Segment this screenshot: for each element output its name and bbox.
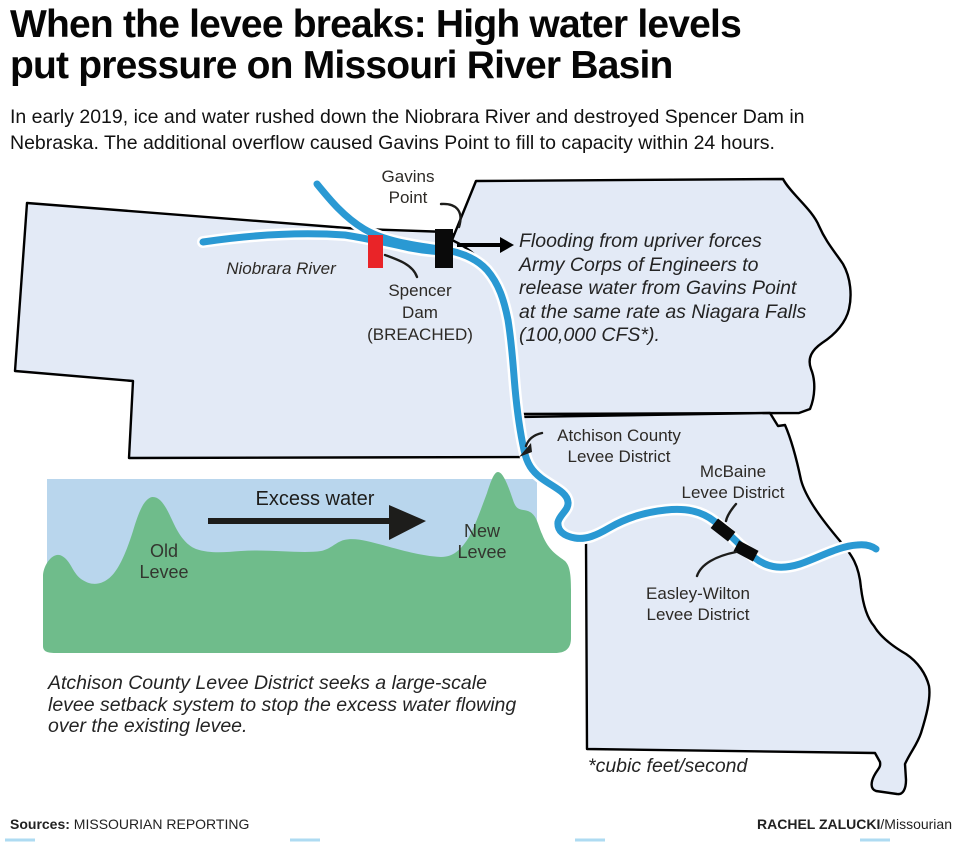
mcbaine-leader-line [724,502,738,523]
excess-water-label: Excess water [255,488,375,510]
atchison-arrow-head [519,443,532,457]
credit-name: RACHEL ZALUCKI [757,816,881,832]
sources-label: Sources: [10,816,70,832]
credit-line: RACHEL ZALUCKI/Missourian [757,816,952,832]
new-levee-label: New Levee [457,521,507,562]
spencer-dam-marker [368,235,383,268]
niobrara-river-label: Niobrara River [226,259,336,278]
gavins-point-dam-marker [435,229,453,268]
page-title: When the levee breaks: High water levels… [10,3,742,87]
sources-line: Sources: MISSOURIAN REPORTING [10,816,249,832]
inset-caption: Atchison County Levee District seeks a l… [48,672,517,737]
excess-water-arrow-shaft [208,518,390,524]
intro-paragraph: In early 2019, ice and water rushed down… [10,106,805,154]
easley-wilton-levee-label: Easley-Wilton Levee District [646,584,750,624]
excess-water-arrow-head [389,505,426,540]
flooding-annotation: Flooding from upriver forces Army Corps … [519,230,807,347]
easley-wilton-dam-marker [733,540,759,562]
sources-value: MISSOURIAN REPORTING [69,816,250,832]
spencer-leader-line [383,253,419,279]
inset-terrain [43,472,571,653]
cfs-footnote: *cubic feet/second [588,755,748,777]
easley-leader-line [695,550,738,578]
old-levee-label: Old Levee [139,541,189,582]
gavins-point-label: Gavins Point [381,167,435,207]
spencer-dam-label: Spencer Dam (BREACHED) [367,281,473,344]
mcbaine-levee-label: McBaine Levee District [681,462,785,502]
release-arrow-head [500,237,514,253]
credit-org: /Missourian [880,816,952,832]
mcbaine-dam-marker [710,518,736,542]
atchison-leader-line [524,431,544,448]
atchison-levee-label: Atchison County Levee District [557,426,681,466]
missouri-river [313,180,880,571]
gavins-leader-line [439,202,462,229]
niobrara-river [199,230,454,256]
